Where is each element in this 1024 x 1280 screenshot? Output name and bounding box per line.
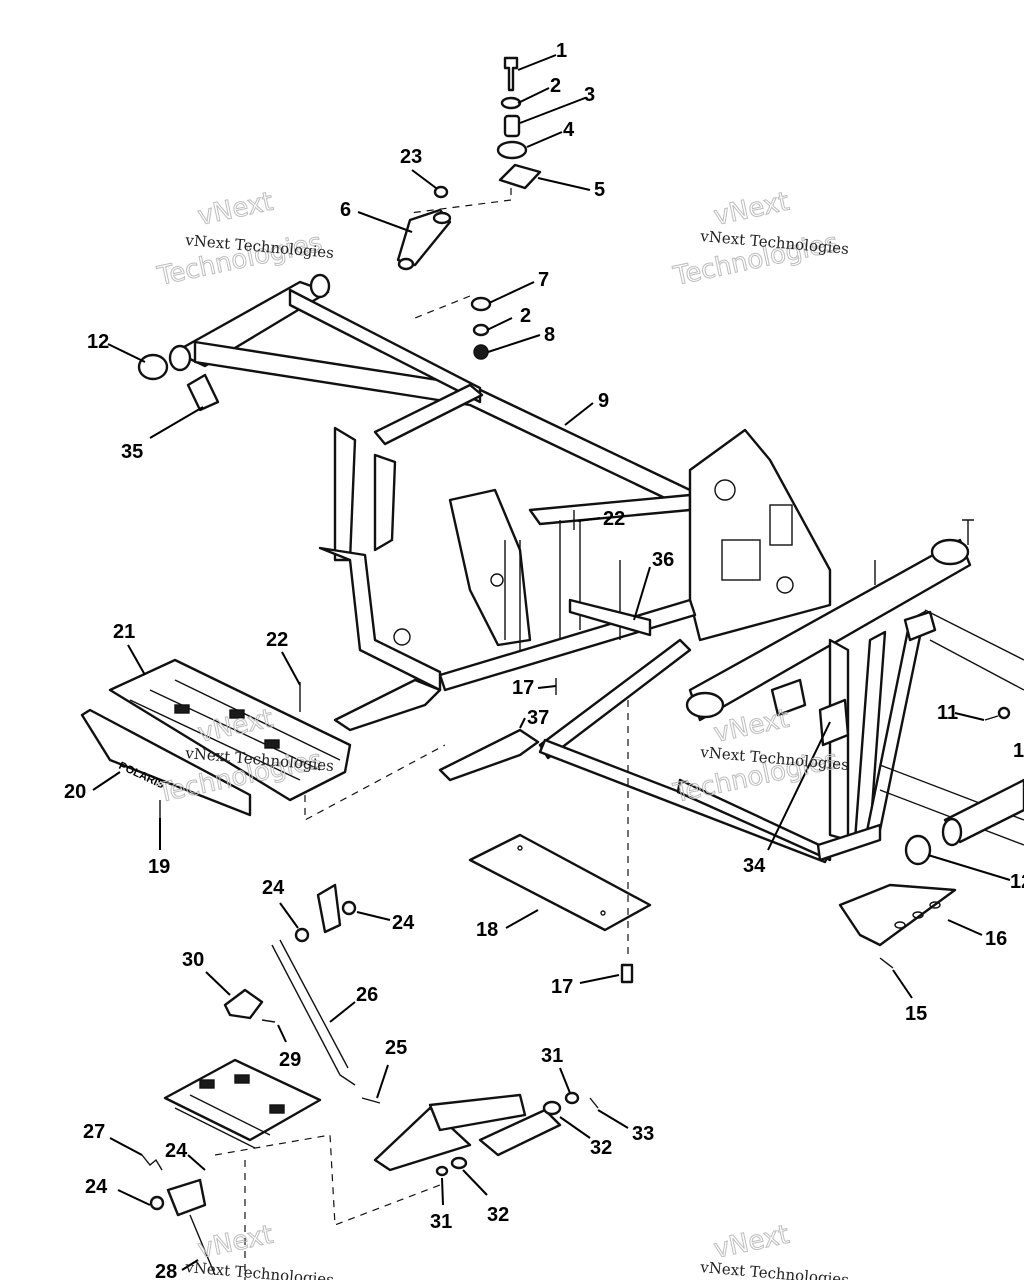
pad-35: [186, 373, 220, 412]
callout-27: 27: [83, 1121, 105, 1143]
callout-16: 16: [985, 928, 1007, 950]
callout-numbers: 1 2 3 4 5 6 7 2 8 9 23 12 35 22 36 21 22…: [64, 40, 1024, 1280]
callout-30: 30: [182, 949, 204, 971]
callout-28: 28: [155, 1261, 177, 1280]
callout-15: 15: [905, 1003, 927, 1025]
bushing-32-lower: [450, 1156, 468, 1170]
watermark-text: vNext Technologies: [184, 1258, 335, 1280]
callout-20: 20: [64, 781, 86, 803]
bolt-11: [984, 706, 1011, 721]
front-bumper-20: [80, 708, 252, 817]
callout-22: 22: [603, 508, 625, 530]
watermark-top-right: vNext Technologies vNext Technologies: [670, 186, 850, 292]
front-rack-21: [108, 658, 352, 802]
callout-24: 24: [262, 877, 285, 899]
watermark-logo-word: vNext: [711, 704, 792, 749]
screw-29: [261, 1019, 276, 1023]
callout-3: 3: [584, 84, 595, 106]
rod-26: [271, 939, 356, 1086]
callout-31: 31: [541, 1045, 563, 1067]
bushing-32-upper: [542, 1100, 562, 1116]
callout-22b: 22: [266, 629, 288, 651]
callout-8: 8: [544, 324, 555, 346]
watermark-bottom-left: vNext vNext Technologies: [184, 1219, 335, 1280]
leader-lines: [92, 54, 1011, 1271]
bracket-24-top: [294, 883, 357, 943]
callout-24c: 24: [165, 1140, 188, 1162]
plate-18: [468, 833, 652, 932]
mount-bracket-6: [396, 185, 452, 271]
screw-15: [879, 957, 894, 969]
end-cap-12: [137, 353, 169, 381]
main-frame: [168, 273, 1024, 864]
watermark-top-left: vNext Technologies vNext Technologies: [154, 186, 335, 292]
callout-32b: 32: [487, 1204, 509, 1226]
watermark-logo-word: vNext: [711, 1220, 792, 1265]
bolt-17-lower: [620, 963, 634, 984]
axle-tube-right: [941, 778, 1024, 847]
callout-21: 21: [113, 621, 135, 643]
callout-1: 1: [556, 40, 567, 62]
washer-31-lower: [435, 1165, 449, 1177]
callout-24d: 24: [85, 1176, 108, 1198]
guard-16: [838, 883, 957, 947]
callout-2: 2: [550, 75, 561, 97]
end-cap-12-right: [904, 834, 932, 866]
footpeg-pedal: [373, 1093, 562, 1172]
callout-17b: 17: [551, 976, 573, 998]
cotter-33: [589, 1097, 599, 1109]
watermark-text: vNext Technologies: [699, 1258, 850, 1280]
spring-27: [141, 1154, 163, 1171]
washer-stack-7-2-8: [409, 295, 492, 360]
callout-4: 4: [563, 119, 575, 141]
watermark-logo-word: vNext: [195, 187, 276, 232]
callout-32: 32: [590, 1137, 612, 1159]
top-mount-stack: [409, 56, 542, 214]
callout-35: 35: [121, 441, 143, 463]
clip-25: [361, 1097, 381, 1104]
watermark-bottom-right: vNext vNext Technologies: [699, 1219, 850, 1280]
bracket-28: [149, 1178, 216, 1276]
callout-19: 19: [148, 856, 170, 878]
callout-29: 29: [279, 1049, 301, 1071]
callout-31b: 31: [430, 1211, 452, 1233]
footrest-rack-left: [163, 1058, 322, 1149]
callout-18: 18: [476, 919, 498, 941]
callout-25: 25: [385, 1037, 407, 1059]
callout-12b: 12: [1010, 871, 1024, 893]
watermark-logo-word: vNext: [711, 187, 792, 232]
callout-5: 5: [594, 179, 605, 201]
washer-31-upper: [564, 1091, 580, 1105]
callout-11: 11: [937, 702, 958, 724]
callout-34: 34: [743, 855, 766, 877]
callout-37: 37: [527, 707, 549, 729]
cap-30: [223, 988, 264, 1020]
callout-17: 17: [512, 677, 534, 699]
callout-26: 26: [356, 984, 378, 1006]
callout-2b: 2: [520, 305, 531, 327]
callout-6: 6: [340, 199, 351, 221]
callout-9: 9: [598, 390, 609, 412]
callout-7: 7: [538, 269, 549, 291]
callout-36: 36: [652, 549, 674, 571]
callout-12: 12: [87, 331, 109, 353]
callout-10: 10: [1013, 740, 1024, 762]
watermark-logo-word: vNext: [195, 1220, 276, 1265]
callout-24b: 24: [392, 912, 415, 934]
callout-23: 23: [400, 146, 422, 168]
callout-33: 33: [632, 1123, 654, 1145]
